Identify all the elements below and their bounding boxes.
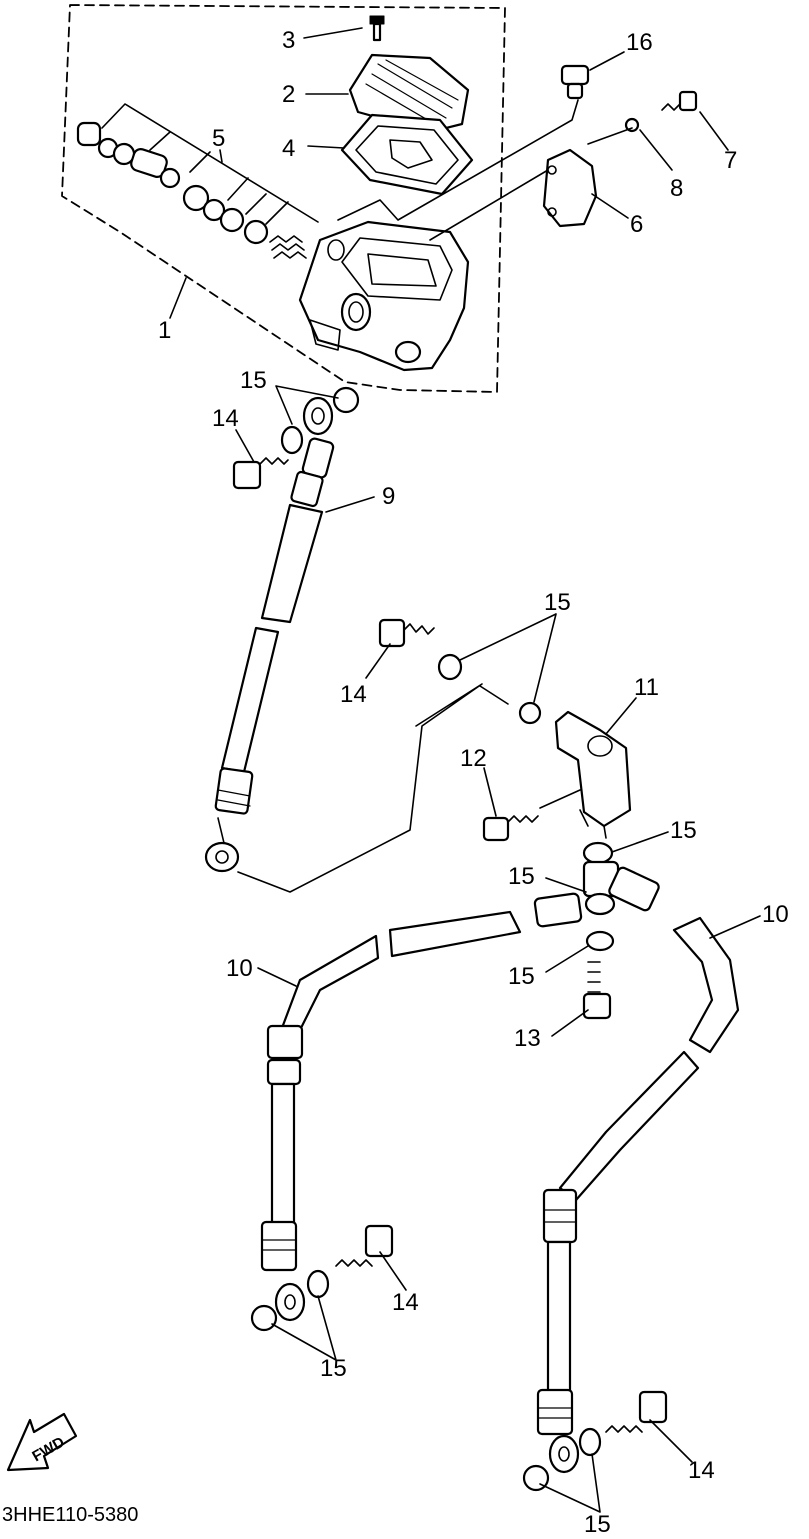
washer-top-right bbox=[332, 386, 360, 414]
lower-hose-right bbox=[536, 916, 740, 1474]
hose-joint bbox=[554, 710, 632, 839]
master-cylinder-body bbox=[298, 220, 470, 372]
diaphragm bbox=[340, 113, 474, 196]
master-cylinder-kit-outline bbox=[61, 4, 506, 393]
lower-hose-left bbox=[260, 910, 522, 1322]
callout-14-d: 14 bbox=[688, 1457, 715, 1484]
callout-7: 7 bbox=[724, 147, 737, 174]
forward-arrow-icon: FWD bbox=[6, 1412, 78, 1472]
callout-15-f: 15 bbox=[320, 1355, 347, 1382]
washer-low-left-b bbox=[306, 1269, 330, 1299]
holder-clamp bbox=[542, 148, 598, 228]
callout-13: 13 bbox=[514, 1025, 541, 1052]
leader-lines bbox=[169, 27, 761, 1513]
callout-6: 6 bbox=[630, 211, 643, 238]
leader-middle bbox=[237, 683, 509, 893]
callout-2: 2 bbox=[282, 81, 295, 108]
washer-mid-b bbox=[518, 701, 542, 725]
three-way-union bbox=[533, 841, 660, 952]
callout-1: 1 bbox=[158, 317, 171, 344]
union-bolt-13 bbox=[582, 961, 612, 1020]
callout-15-d: 15 bbox=[508, 863, 535, 890]
callout-10-a: 10 bbox=[762, 901, 789, 928]
callout-11: 11 bbox=[634, 674, 659, 701]
callout-14-a: 14 bbox=[212, 405, 239, 432]
callout-10-b: 10 bbox=[226, 955, 253, 982]
reservoir-cap bbox=[348, 53, 470, 134]
callout-12: 12 bbox=[460, 745, 487, 772]
callout-14-c: 14 bbox=[392, 1289, 419, 1316]
washer-mid-a bbox=[437, 653, 463, 681]
callout-16: 16 bbox=[626, 29, 653, 56]
washer-top-left bbox=[280, 425, 304, 455]
union-bolt-middle bbox=[378, 618, 435, 648]
union-bolt-upper bbox=[232, 457, 289, 490]
bleed-bolt bbox=[560, 64, 590, 100]
callout-15-a: 15 bbox=[240, 367, 267, 394]
lock-washer bbox=[624, 117, 640, 133]
washer-low-left-a bbox=[250, 1304, 278, 1332]
callout-15-b: 15 bbox=[544, 589, 571, 616]
callout-4: 4 bbox=[282, 135, 295, 162]
callout-15-e: 15 bbox=[508, 963, 535, 990]
piston-kit bbox=[76, 103, 319, 259]
holder-bolt bbox=[661, 90, 698, 112]
joint-bolt bbox=[482, 789, 581, 842]
washer-low-right-a bbox=[522, 1464, 550, 1492]
upper-brake-hose bbox=[204, 396, 335, 873]
drawing-code: 3HHE110-5380 bbox=[2, 1504, 138, 1526]
callout-5: 5 bbox=[212, 125, 225, 152]
leader-6 bbox=[429, 169, 549, 241]
washer-low-right-b bbox=[578, 1427, 602, 1457]
callout-15-g: 15 bbox=[584, 1511, 611, 1538]
callout-8: 8 bbox=[670, 175, 683, 202]
callout-15-c: 15 bbox=[670, 817, 697, 844]
leader-16 bbox=[337, 99, 579, 221]
callout-3: 3 bbox=[282, 27, 295, 54]
callout-9: 9 bbox=[382, 483, 395, 510]
cap-screw bbox=[369, 15, 385, 42]
callout-14-b: 14 bbox=[340, 681, 367, 708]
union-bolt-low-left bbox=[335, 1224, 394, 1267]
